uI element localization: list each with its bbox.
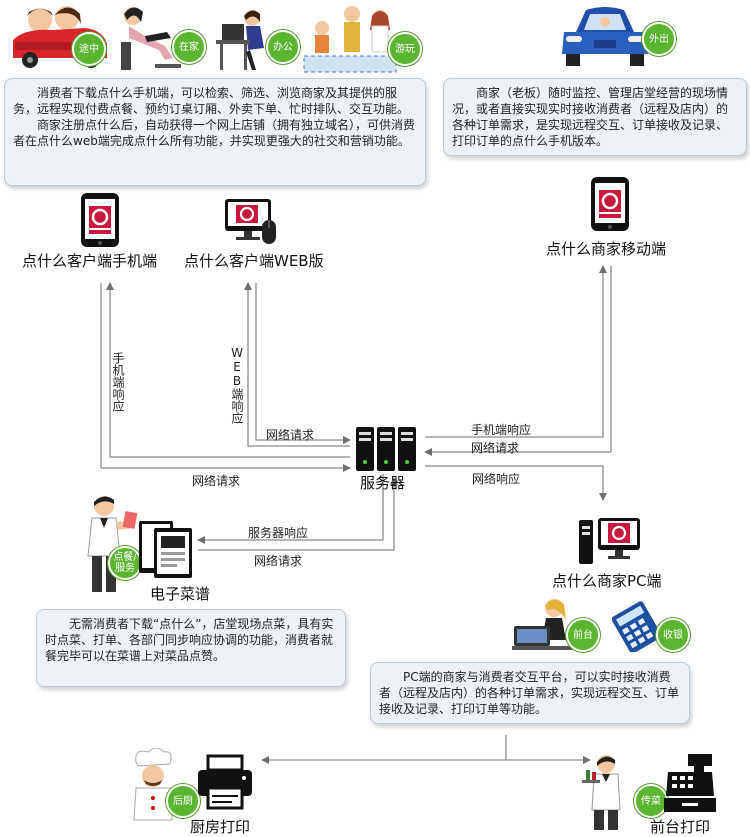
front-print-label: 前台打印 xyxy=(650,818,711,836)
waiter-illustration xyxy=(87,496,138,592)
reception-illustration xyxy=(512,599,572,650)
client-mobile-label: 点什么客户端手机端 xyxy=(22,252,158,270)
merchant-mobile-phone-icon xyxy=(591,177,629,231)
customer-info-paragraph-1: 消费者下载点什么手机端，可以检索、筛选、浏览商家及其提供的服务，远程实现付费点餐… xyxy=(13,86,410,116)
edge-mobile-request xyxy=(100,283,351,472)
edge-merchant-mobile-request xyxy=(424,266,612,456)
badge-ordering: 点餐/服务 xyxy=(108,546,142,580)
menu-info-box: 无需消费者下载“点什么”，店堂现场点菜，具有实时点菜、打单、各部门同步响应协调的… xyxy=(36,609,346,687)
edge-pc-response xyxy=(425,465,607,501)
edge-label-merchant-mobile-request: 网络请求 xyxy=(471,441,520,455)
badge-commute: 途中 xyxy=(72,32,106,66)
kitchen-print-label: 厨房打印 xyxy=(190,818,251,836)
pc-info-text: PC端的商家与消费者交互平台，可以实时接收消费者（远程及店内）的各种订单需求，实… xyxy=(379,670,680,716)
outing-car-illustration xyxy=(562,7,648,66)
leisure-family-illustration xyxy=(303,6,397,73)
edge-label-menu-response: 服务器响应 xyxy=(248,526,309,540)
merchant-pc-icon xyxy=(579,518,640,564)
edge-label-web-response: WEB端响应 xyxy=(230,346,244,424)
edge-web-response xyxy=(244,282,350,447)
edge-label-web-request: 网络请求 xyxy=(266,428,315,442)
edge-mobile-response xyxy=(106,282,350,458)
edge-menu-response xyxy=(197,474,384,544)
chef-illustration xyxy=(133,748,173,821)
badge-serving: 传菜 xyxy=(634,784,668,818)
client-web-monitor-icon xyxy=(225,199,276,244)
edge-menu-request xyxy=(198,477,398,551)
server-icon xyxy=(356,427,416,471)
badge-home: 在家 xyxy=(172,30,206,64)
customer-info-box: 消费者下载点什么手机端，可以检索、筛选、浏览商家及其提供的服务，远程实现付费点餐… xyxy=(4,78,426,186)
edge-label-mobile-response: 手机端响应 xyxy=(111,352,125,412)
badge-leisure: 游玩 xyxy=(388,32,422,66)
e-menu-label: 电子菜谱 xyxy=(150,585,211,603)
merchant-mobile-label: 点什么商家移动端 xyxy=(546,240,667,258)
edge-web-request xyxy=(255,283,351,444)
edge-merchant-mobile-response xyxy=(425,265,607,438)
badge-office: 办公 xyxy=(266,30,300,64)
menu-info-text: 无需消费者下载“点什么”，店堂现场点菜，具有实时点菜、打单、各部门同步响应协调的… xyxy=(45,617,334,663)
client-mobile-phone-icon xyxy=(81,193,119,247)
client-web-label: 点什么客户端WEB版 xyxy=(184,252,324,270)
server-label: 服务器 xyxy=(360,474,406,492)
serving-waiter-illustration xyxy=(582,755,621,830)
e-menu-device-icon xyxy=(139,521,192,578)
badge-cashier: 收银 xyxy=(656,618,690,652)
kitchen-printer-icon xyxy=(198,754,252,810)
customer-info-paragraph-2: 商家注册点什么后，自动获得一个网上店铺（拥有独立域名），可供消费者在点什么web… xyxy=(13,118,416,148)
office-woman-illustration xyxy=(216,10,264,70)
pc-info-box: PC端的商家与消费者交互平台，可以实时接收消费者（远程及店内）的各种订单需求，实… xyxy=(370,662,690,724)
edge-label-merchant-mobile-response: 手机端响应 xyxy=(471,423,532,437)
edge-label-pc-response: 网络响应 xyxy=(472,472,521,486)
cashier-calculator-icon xyxy=(612,601,662,652)
badge-outing: 外出 xyxy=(642,22,676,56)
badge-kitchen: 后厨 xyxy=(166,784,200,818)
merchant-mobile-info-text: 商家（老板）随时监控、管理店堂经营的现场情况，或者直接实现实时接收消费者（远程及… xyxy=(452,86,729,148)
badge-reception: 前台 xyxy=(566,618,600,652)
edge-label-menu-request: 网络请求 xyxy=(254,554,303,568)
home-woman-illustration xyxy=(121,7,181,70)
merchant-pc-label: 点什么商家PC端 xyxy=(552,572,662,590)
edge-label-mobile-request: 网络请求 xyxy=(192,474,241,488)
cash-register-icon xyxy=(664,754,716,812)
merchant-mobile-info-box: 商家（老板）随时监控、管理店堂经营的现场情况，或者直接实现实时接收消费者（远程及… xyxy=(443,78,747,156)
